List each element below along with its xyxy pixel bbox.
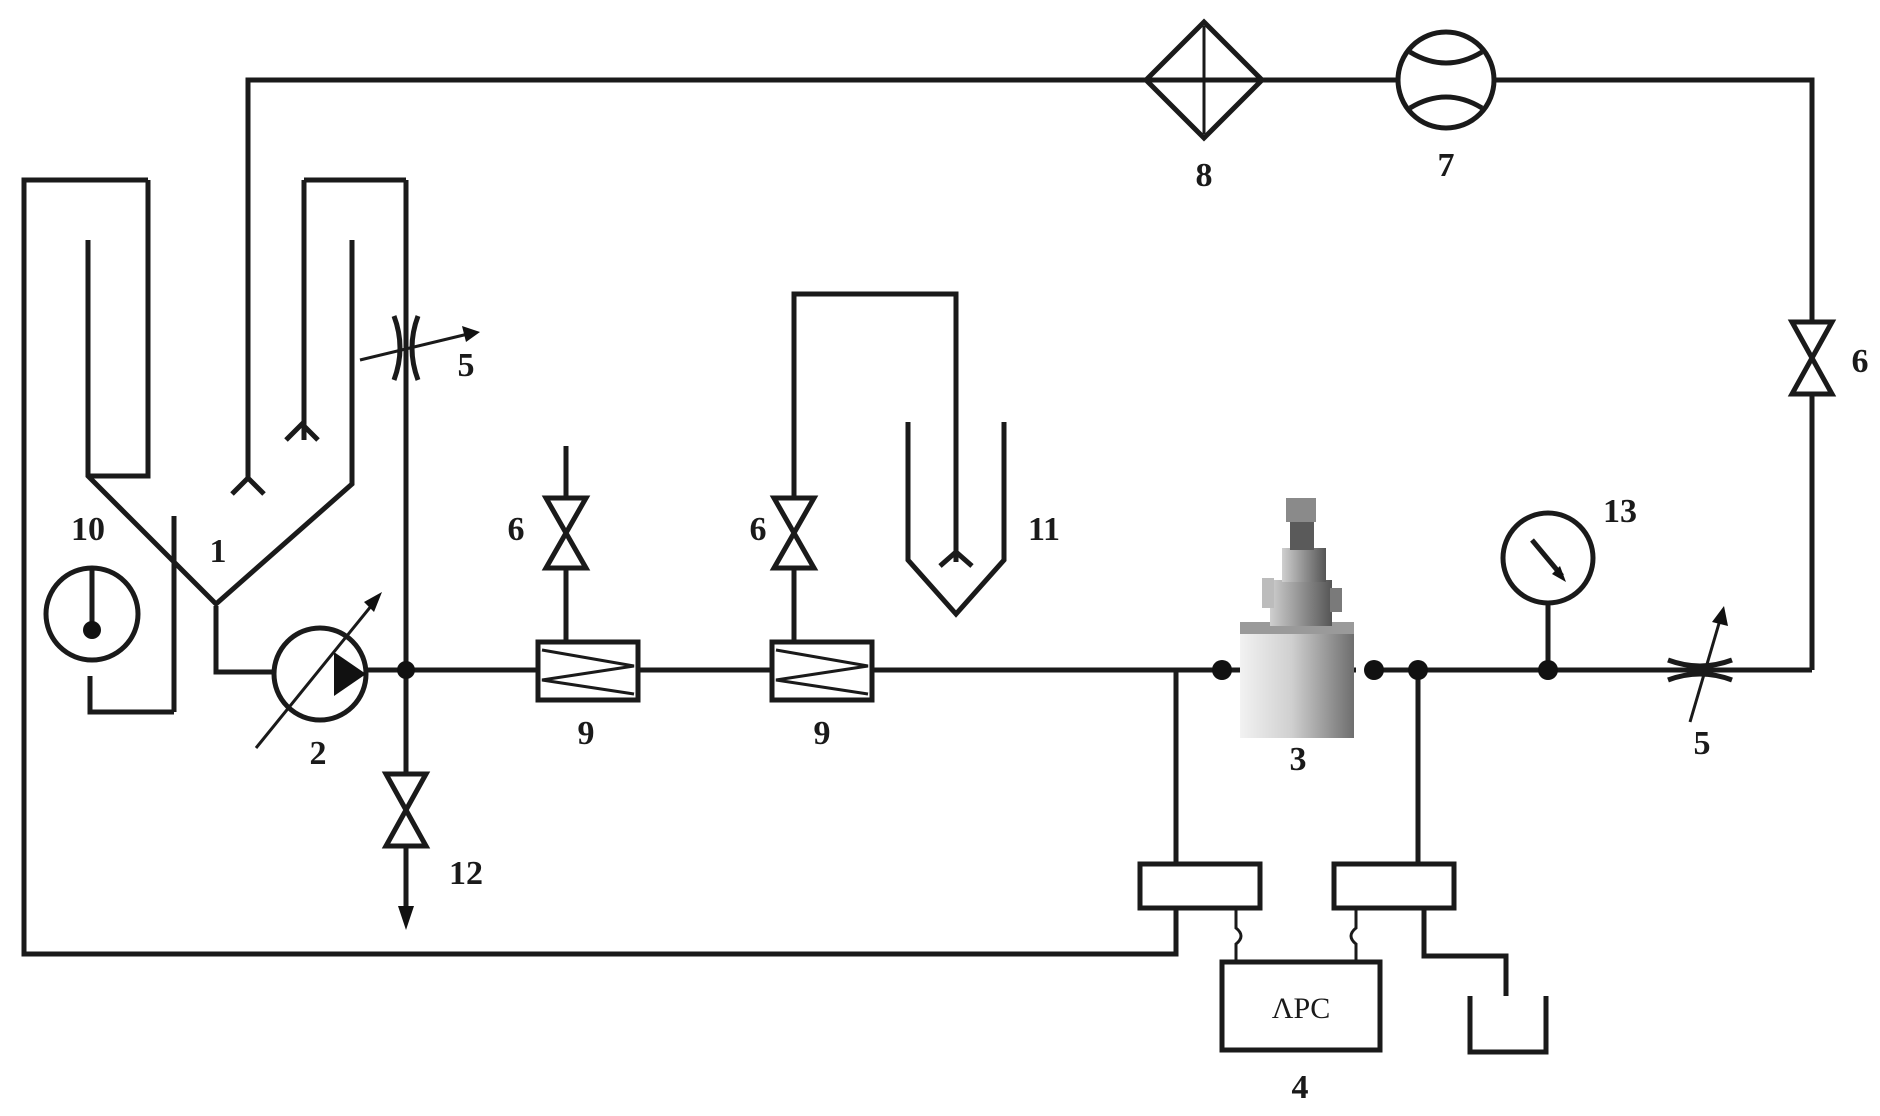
tank [85,177,406,715]
flowmeter-body [1395,29,1497,131]
controller-group: ΛPC [1137,670,1457,1053]
vessel [905,422,1007,618]
flowmeter [1395,29,1497,131]
valve-left-body [541,495,591,571]
valve-left [541,495,591,571]
valve-middle-body [769,495,819,571]
sensor-left-cable [1234,908,1258,966]
outer-line-left [21,177,1179,957]
throttle-lower-arrow-head [1712,606,1728,626]
vessel-feed-line [791,291,959,562]
labels: 1 2 3 4 5 5 6 6 6 7 8 9 9 10 11 12 13 [71,147,1869,1106]
thermometer [43,565,141,663]
device-side-right [1330,588,1342,612]
pressure-gauge-dial [1500,510,1596,606]
device-cap [1286,498,1316,522]
flowmeter-lower-arc [1408,94,1484,111]
sensor-right-cable [1342,908,1358,966]
label-drain-valve: 12 [449,855,483,892]
nozzle-left [230,474,266,496]
heat-exchanger-right [769,639,875,703]
throttle-lower [1667,606,1733,723]
label-heat-exchanger-left: 9 [578,715,595,752]
valve-vertical-body [1787,319,1837,397]
label-heat-exchanger-right: 9 [814,715,831,752]
throttle-lower-top-arc [1667,657,1733,669]
junction-device-out [1364,660,1384,680]
valve-vertical [1787,319,1837,397]
junction-pump-out [397,661,415,679]
label-valve-vertical: 6 [1852,343,1869,380]
label-pump: 2 [310,735,327,772]
thermometer-bulb [83,621,101,639]
pressure-gauge-needle-tip [1552,566,1566,582]
throttle-upper-left-arc [391,315,403,381]
device-side-left [1262,578,1274,608]
valve-middle [769,495,819,571]
drain-vessel-body [1467,996,1549,1055]
label-thermometer: 10 [71,511,105,548]
device-top-block [1270,580,1332,626]
junctions [397,660,1558,680]
heat-exchanger-left-zigzag [541,648,635,696]
drain-line-right [1421,906,1509,996]
throttle-lower-arrow-line [1688,619,1722,723]
drain-arrow [398,906,414,930]
throttle-upper-arrow-line [359,332,469,362]
tank-outlet-line [213,606,274,675]
label-vessel: 11 [1028,511,1060,548]
pressure-gauge [1500,510,1596,606]
filter [1142,18,1266,142]
pump [254,592,382,749]
junction-gauge [1538,660,1558,680]
throttle-upper [359,315,480,381]
controller-text: ΛPC [1272,992,1330,1025]
device-stem [1290,520,1314,550]
label-valve-middle: 6 [750,511,767,548]
filter-body [1142,18,1266,142]
thermometer-pocket [87,676,174,715]
device-body [1240,628,1354,738]
device-mid-block [1282,548,1326,582]
device [1240,498,1354,738]
controller-box [1219,959,1383,1053]
vessel-nozzle [938,548,974,568]
label-throttle-upper: 5 [458,347,475,384]
return-line-top [245,77,1146,396]
drain-valve [381,771,431,849]
sensor-left [1137,861,1263,911]
sensor-right [1331,861,1457,911]
label-tank: 1 [210,533,227,570]
flowmeter-upper-arc [1408,49,1484,66]
heat-exchanger-left [535,639,641,703]
tank-wall [90,180,151,479]
tank-inner-left [85,240,355,608]
return-line-right-upper [1494,77,1815,322]
junction-sensor [1408,660,1428,680]
throttle-upper-arrow-head [462,326,480,342]
heat-exchanger-right-zigzag [775,648,869,696]
label-throttle-lower: 5 [1694,725,1711,762]
label-pressure-gauge: 13 [1603,493,1637,530]
label-valve-left: 6 [508,511,525,548]
throttle-lower-bottom-arc [1667,671,1733,683]
junction-device-in [1212,660,1232,680]
label-filter: 8 [1196,157,1213,194]
vessel-body [905,422,1007,618]
label-flowmeter: 7 [1438,147,1455,184]
drain-valve-body [381,771,431,849]
label-device: 3 [1290,741,1307,778]
drain-vessel [1467,996,1549,1055]
pump-triangle [334,652,366,696]
pump-adjust-arrow [364,592,382,612]
pump-adjust-line [254,599,378,749]
nozzle-right [284,420,320,442]
label-controller: 4 [1292,1069,1309,1106]
